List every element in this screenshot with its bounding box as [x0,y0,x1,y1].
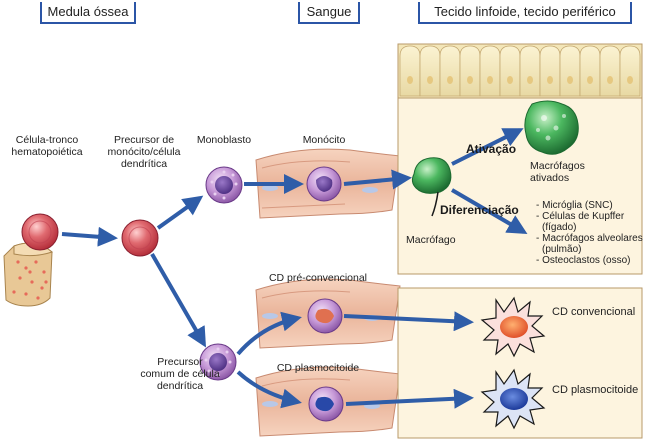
label-monocyte-dc-precursor: Precursor de monócito/célula dendrítica [107,134,181,170]
activated-macrophage-cell [524,100,579,155]
label-activation: Ativação [466,142,517,156]
arrow-differentiation [450,188,528,235]
common-dc-precursor-cell [199,343,237,381]
blood-vessel-pre-cdc [255,278,401,349]
arrow-stem-to-precursor [61,226,118,247]
arrow-common-dc-to-pdc [236,370,302,409]
header-bone-marrow: Medula óssea [40,2,136,24]
arrow-pdc-blood-to-tissue [345,388,474,409]
stem-cell [21,213,59,251]
arrow-monocyte-to-macrophage [343,169,412,190]
label-macrophage: Macrófago [406,234,456,246]
label-monoblast: Monoblasto [196,134,252,146]
plasmacytoid-dc-cell [480,368,546,430]
label-monocyte: Monócito [302,134,346,146]
arrow-pre-cdc-to-cdc [343,311,474,332]
arrow-precursor-to-common-dc [150,252,207,348]
label-plasmacytoid-dc-blood: CD plasmocitoide [276,362,360,374]
arrow-precursor-to-monoblast [156,195,204,230]
monocyte-dc-precursor-cell [121,219,159,257]
label-plasmacytoid-dc-tissue: CD plasmocitoide [552,384,639,396]
label-stem-cell: Célula-tronco hematopoiética [11,134,83,158]
arrow-activation [451,128,524,166]
tissue-macrophage-item: (fígado) [542,222,577,233]
conventional-dc-cell [480,296,546,358]
macrophage-cell [411,157,452,217]
tissue-macrophage-item: - Macrófagos alveolares [536,233,643,244]
epithelium-layer [397,43,643,99]
list-tissue-macrophages: - Micróglia (SNC) - Células de Kupffer (… [536,200,643,266]
tissue-macrophage-item: - Células de Kupffer [536,211,625,222]
blood-vessel-pdc [255,366,401,437]
bone-fragment-illustration [3,227,54,307]
label-common-dc-precursor: Precursor comum de célula dendrítica [140,356,220,392]
header-blood: Sangue [298,2,360,24]
tissue-macrophage-item: (pulmão) [542,244,582,255]
tissue-macrophage-item: - Osteoclastos (osso) [536,255,631,266]
monoblast-cell [205,166,243,204]
header-lymphoid-tissue: Tecido linfoide, tecido periférico [418,2,632,24]
label-activated-macrophages: Macrófagos ativados [530,160,585,184]
label-pre-conventional-dc: CD pré-convencional [268,272,368,284]
arrow-common-dc-to-pre-cdc [236,311,302,356]
label-differentiation: Diferenciação [440,203,519,217]
blood-vessel-monocyte [255,148,401,219]
differentiation-arrows [61,128,528,409]
label-conventional-dc: CD convencional [552,306,636,318]
tissue-macrophage-item: - Micróglia (SNC) [536,200,613,211]
